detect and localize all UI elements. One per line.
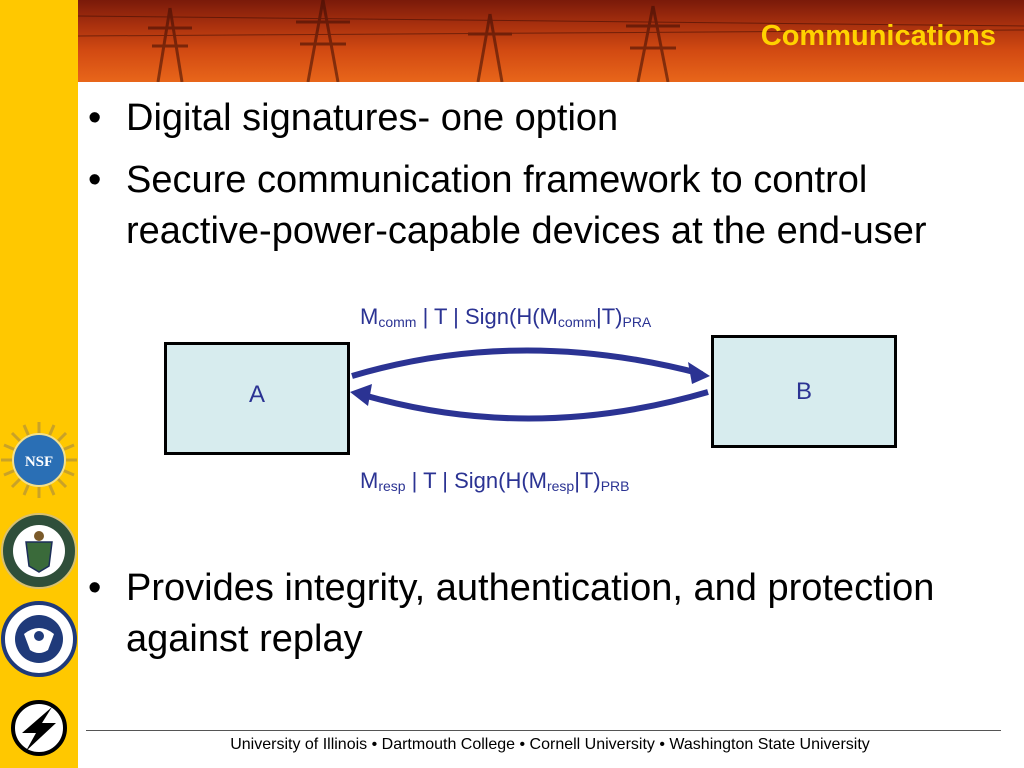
bullet-item: • Secure communication framework to cont… <box>88 155 968 257</box>
message-bottom-label: Mresp | T | Sign(H(Mresp|T)PRB <box>360 468 630 494</box>
bullet-item: • Provides integrity, authentication, an… <box>88 563 968 665</box>
bullet-text: Provides integrity, authentication, and … <box>126 567 935 660</box>
bullet-text: Digital signatures- one option <box>126 97 619 139</box>
arrow-b-to-a <box>359 389 709 422</box>
slide-title: Communications <box>760 20 996 52</box>
bullet-dot: • <box>88 567 102 609</box>
department-of-energy-seal <box>1 513 77 589</box>
lightning-logo <box>11 700 67 756</box>
title-banner: Communications <box>78 0 1024 82</box>
message-top-label: Mcomm | T | Sign(H(Mcomm|T)PRA <box>360 304 652 330</box>
bullet-dot: • <box>88 159 102 201</box>
node-b-label: B <box>795 378 812 405</box>
footer-institutions: University of Illinois • Dartmouth Colle… <box>230 736 870 753</box>
arrow-a-to-b <box>351 347 703 379</box>
message-arrows <box>350 347 710 422</box>
arrow-b-to-a-head <box>350 384 372 406</box>
bullet-text: Secure communication framework to contro… <box>126 159 927 252</box>
homeland-security-seal <box>1 601 77 677</box>
node-b-box: B <box>711 335 897 448</box>
node-a-box: A <box>164 342 350 455</box>
nsf-logo: NSF <box>1 422 77 498</box>
footer-divider <box>86 730 1001 731</box>
bullet-item: • Digital signatures- one option <box>88 93 968 144</box>
arrow-a-to-b-head <box>688 362 710 384</box>
nsf-logo-text: NSF <box>25 454 53 470</box>
bullet-dot: • <box>88 97 102 139</box>
power-grid-background <box>78 0 1024 82</box>
node-a-label: A <box>248 381 265 408</box>
left-sidebar: NSF <box>0 0 78 768</box>
